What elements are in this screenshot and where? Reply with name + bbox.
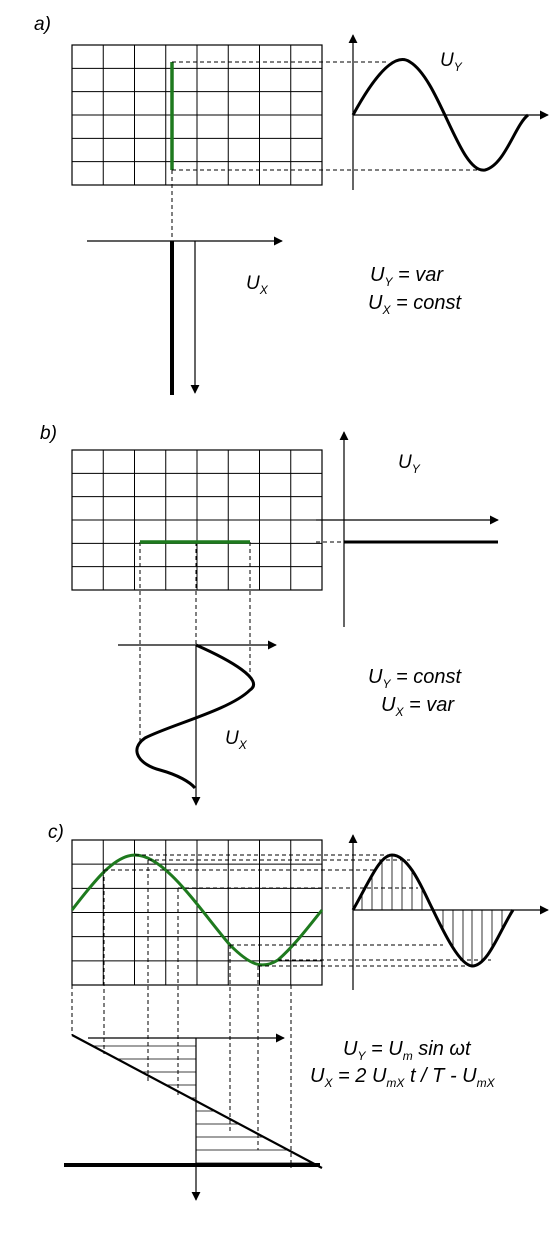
uy-label-b: UY: [398, 452, 421, 476]
panel-b: b) UY UX UY = const UX = var: [40, 423, 499, 806]
equation-c-2: UX = 2 UmX t / T - UmX: [310, 1065, 496, 1090]
equation-a-2: UX = const: [368, 292, 463, 317]
equation-c-1: UY = Um sin ωt: [343, 1038, 472, 1063]
ux-sine-wave-b: [135, 643, 255, 790]
panel-c-label: c): [48, 822, 64, 843]
panel-b-label: b): [40, 423, 57, 444]
ux-label-b: UX: [225, 728, 248, 752]
uy-sine-hatch-c: [361, 855, 503, 966]
uy-label-a: UY: [440, 50, 463, 74]
screen-grid-a: [71, 44, 323, 186]
ux-label-a: UX: [246, 273, 269, 297]
uy-sine-wave-a: [351, 58, 530, 172]
equation-b-2: UX = var: [381, 694, 455, 719]
uy-sine-wave-c: [351, 853, 515, 968]
screen-grid-b: [71, 449, 323, 591]
trace-c: [70, 853, 324, 967]
equation-a-1: UY = var: [370, 264, 444, 289]
ux-sawtooth-c: [71, 1034, 323, 1169]
panel-c: c) UY = Um sin ωt UX = 2 UmX t: [48, 822, 549, 1201]
equation-b-1: UY = const: [368, 666, 463, 691]
panel-a: a) UY UX UY = var UX = const: [34, 14, 549, 395]
screen-grid-c: [71, 839, 323, 986]
panel-a-label: a): [34, 14, 51, 35]
